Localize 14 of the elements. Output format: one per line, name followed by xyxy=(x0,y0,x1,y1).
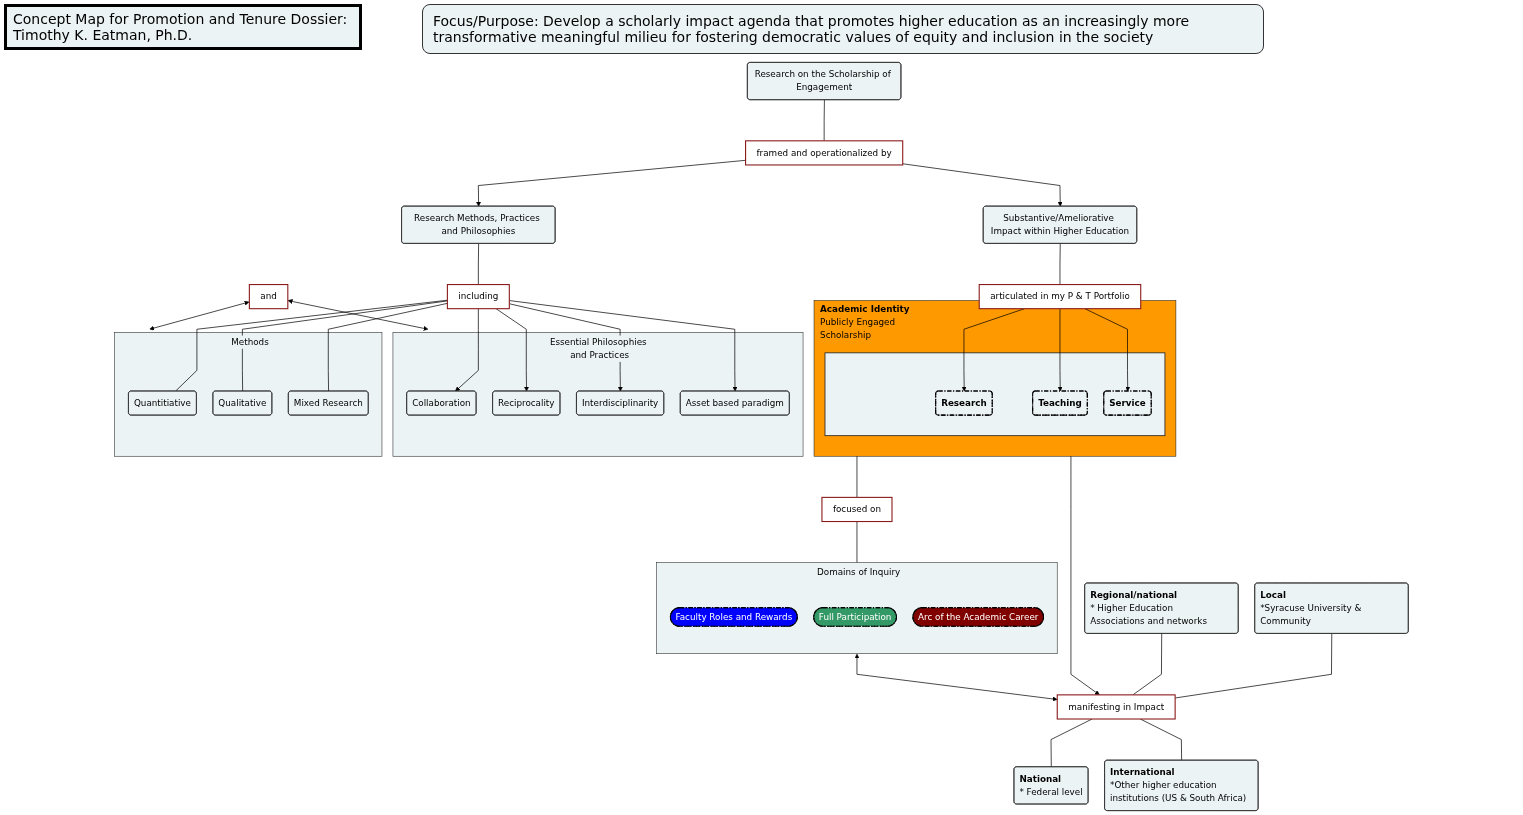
connector xyxy=(1132,633,1163,696)
node-box: articulated in my P & T Portfolio xyxy=(978,284,1142,310)
node-box: focused on xyxy=(821,496,893,523)
connector xyxy=(823,99,825,142)
node-box: and xyxy=(248,284,289,310)
connector xyxy=(327,303,448,392)
focus-note: Focus/Purpose: Develop a scholarly impact agenda that promotes higher education as an increasingly more transformative meaningful milieu for fostering democratic values of equity and inclusion in the society xyxy=(422,4,1264,54)
node-box: framed and operationalized by xyxy=(745,140,904,166)
connector xyxy=(478,243,479,285)
node-box: including xyxy=(446,284,510,310)
map-title: Concept Map for Promotion and Tenure Dossier: Timothy K. Eatman, Ph.D. xyxy=(4,4,362,50)
node-box: manifesting in Impact xyxy=(1056,694,1176,720)
cluster xyxy=(824,352,1166,437)
connector xyxy=(1059,243,1061,285)
